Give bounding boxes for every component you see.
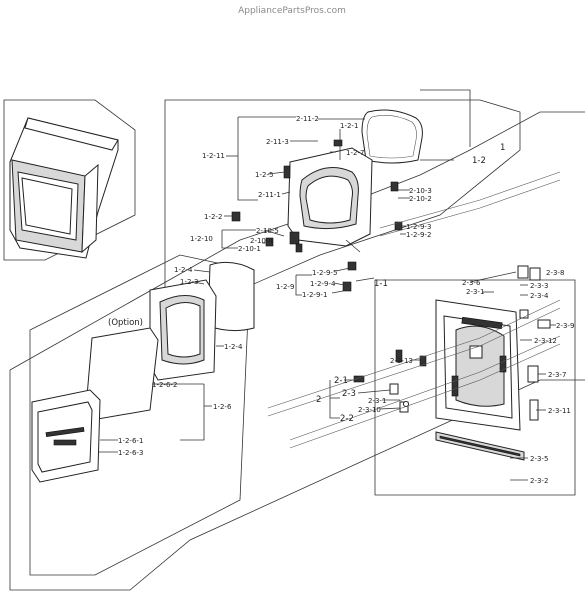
label-2-11-1: 2-11-1 [258,191,281,199]
label-1-2-9-5: 1-2-9-5 [312,269,337,277]
label-1-2-10: 1-2-10 [190,235,213,243]
label-1-2-9-4: 1-2-9-4 [310,280,336,288]
label-2-3-1-top: 2-3-1 [466,288,484,296]
label-2-3-13: 2-3-13 [390,357,413,365]
label-2-10-4: 2-10-4 [250,237,273,245]
label-2-10-2: 2-10-2 [409,195,432,203]
label-2-3-8: 2-3-8 [546,269,564,277]
label-2-3-3: 2-3-3 [530,282,548,290]
label-1-2-4-top: 1-2-4 [174,266,193,274]
label-2-3-12: 2-3-12 [534,337,557,345]
label-1-2-9-3: 1-2-9-3 [406,223,431,231]
dryer-cabinet [9,117,119,259]
label-2-3-10: 2-3-10 [358,406,381,414]
label-2-3-6: 2-3-6 [462,279,481,287]
label-1-2-2: 1-2-2 [204,213,222,221]
label-1-2-6: 1-2-6 [213,403,232,411]
label-2-11-3: 2-11-3 [266,138,289,146]
label-1-2-1: 1-2-1 [340,122,358,130]
label-1-2-9-2: 1-2-9-2 [406,231,431,239]
label-2-3: 2-3 [342,389,356,399]
label-1-2-3: 1-2-3 [180,278,198,286]
leader-lines [98,89,561,481]
label-1: 1 [500,143,505,153]
label-1-2-11: 1-2-11 [202,152,225,160]
label-2-3-5: 2-3-5 [530,455,548,463]
label-2-1: 2-1 [334,376,348,386]
label-2-3-1-bottom: 2-3-1 [368,397,386,405]
label-2-3-9: 2-3-9 [556,322,574,330]
label-1-2-6-1: 1-2-6-1 [118,437,143,445]
label-1-2-6-3: 1-2-6-3 [118,449,143,457]
label-1-2-4-mid: 1-2-4 [224,343,243,351]
label-2-3-4: 2-3-4 [530,292,549,300]
label-1-1: 1-1 [374,279,388,289]
label-2-3-7: 2-3-7 [548,371,566,379]
watermark: AppliancePartsPros.com [238,6,346,16]
label-1-2-6-2: 1-2-6-2 [152,381,177,389]
label-2-10-3: 2-10-3 [409,187,432,195]
label-2-10-1: 2-10-1 [238,245,261,253]
option-label: (Option) [108,318,143,328]
label-2-11-2: 2-11-2 [296,115,319,123]
door-frame-assembly [231,109,423,292]
label-1-2-9-1: 1-2-9-1 [302,291,327,299]
label-1-2-5: 1-2-5 [255,171,273,179]
main-door-panel [353,265,551,461]
label-2-10-5: 2-10-5 [256,227,279,235]
door-glass-1-2-4 [207,261,255,332]
door-inner-1-2-3 [149,279,217,381]
label-1-2: 1-2 [472,156,486,166]
label-2: 2 [316,395,321,405]
label-2-3-11: 2-3-11 [548,407,571,415]
label-2-3-2: 2-3-2 [530,477,548,485]
door-cover-1-2-6-1 [31,389,101,483]
label-2-2: 2-2 [340,414,354,424]
label-1-2-9: 1-2-9 [276,283,294,291]
part-labels: 2-11-2 1-2-1 2-11-3 1-2-7 1-2-11 1-2-5 2… [108,115,574,485]
label-1-2-7: 1-2-7 [346,149,364,157]
